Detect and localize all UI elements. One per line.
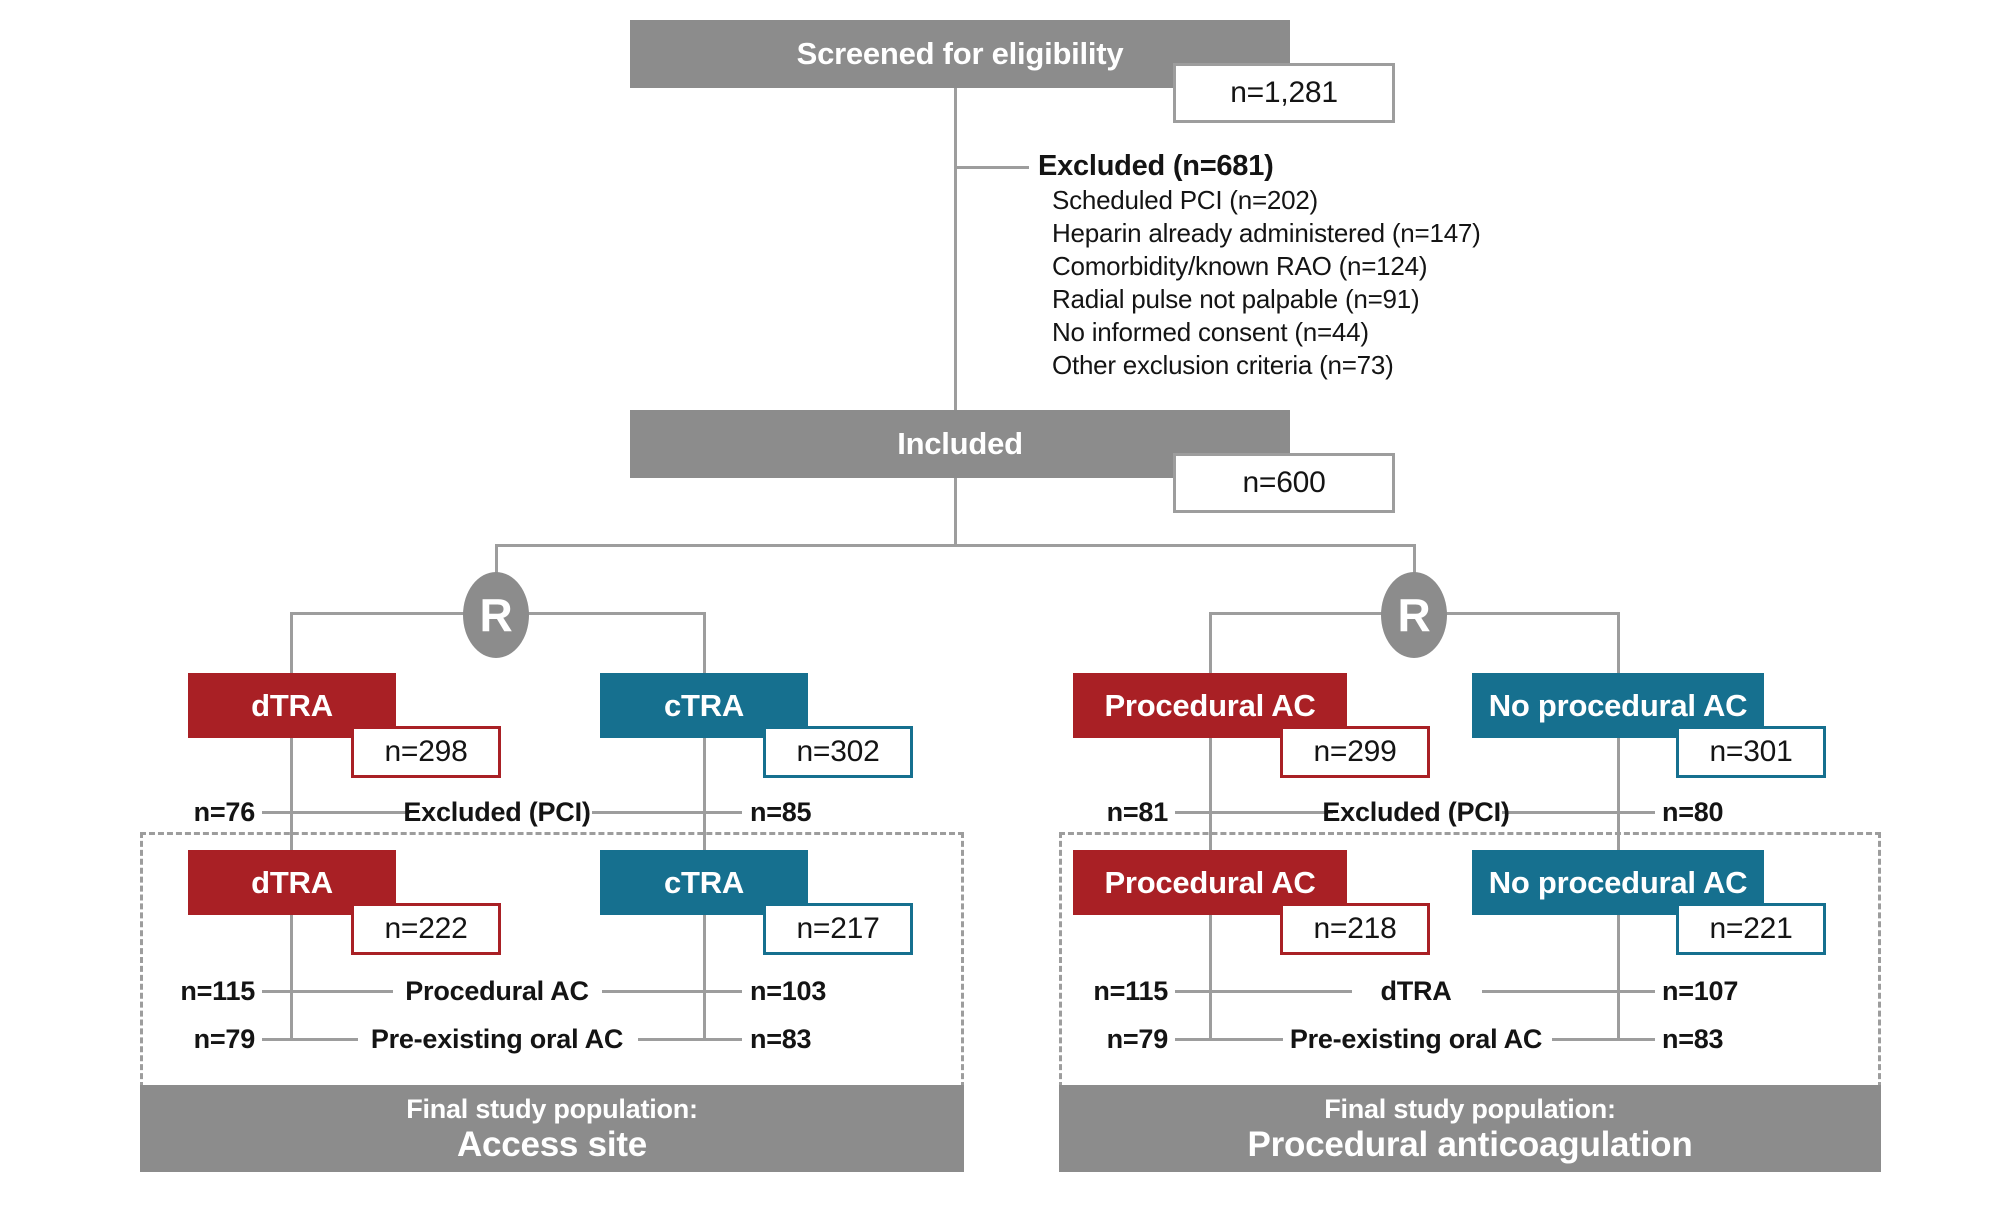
procac-randomized-n-value: n=299 — [1313, 735, 1397, 768]
ctra-randomized-n-value: n=302 — [796, 735, 880, 768]
ctra-final-n-value: n=217 — [796, 912, 880, 945]
screened-label: Screened for eligibility — [796, 36, 1124, 71]
procac-final-n-value: n=218 — [1313, 912, 1397, 945]
procedural-ac-left-n: n=115 — [180, 976, 255, 1006]
column-line-noprocac — [1617, 612, 1620, 1041]
included-label: Included — [897, 426, 1023, 461]
row-line — [638, 1038, 742, 1041]
included-n-value: n=600 — [1242, 466, 1326, 499]
excluded-item: Comorbidity/known RAO (n=124) — [1052, 251, 1428, 281]
row-line — [1175, 811, 1333, 814]
ctra-randomized-n-box: n=302 — [763, 726, 913, 778]
excluded-item: No informed consent (n=44) — [1052, 317, 1369, 347]
randomization-symbol: R — [1397, 589, 1431, 641]
dtra-row-left-n: n=115 — [1093, 976, 1168, 1006]
row-line — [1552, 1038, 1655, 1041]
oral-ac-right-n: n=83 — [1662, 1024, 1724, 1054]
ctra-label: cTRA — [664, 864, 744, 900]
procac-label: Procedural AC — [1104, 864, 1316, 900]
noprocac-label: No procedural AC — [1488, 687, 1748, 723]
screened-n-value: n=1,281 — [1230, 76, 1338, 109]
row-line — [1175, 1038, 1283, 1041]
screened-n-box: n=1,281 — [1173, 63, 1395, 123]
excluded-item: Radial pulse not palpable (n=91) — [1052, 284, 1420, 314]
row-line — [592, 811, 742, 814]
excluded-pci-row-label: Excluded (PCI) — [1322, 797, 1510, 827]
noprocac-randomized-n-value: n=301 — [1709, 735, 1793, 768]
dtra-randomized-n-box: n=298 — [351, 726, 501, 778]
procac-randomized-n-box: n=299 — [1280, 726, 1430, 778]
footer-title: Access site — [457, 1124, 647, 1164]
dtra-label: dTRA — [251, 864, 333, 900]
noprocac-box-final: No procedural AC — [1472, 850, 1764, 915]
split-line — [495, 544, 1416, 547]
procedural-ac-row-label: Procedural AC — [405, 976, 589, 1006]
noprocac-final-n-value: n=221 — [1709, 912, 1793, 945]
dtra-row-label: dTRA — [1380, 976, 1452, 1006]
noprocac-final-n-box: n=221 — [1676, 903, 1826, 955]
procac-label: Procedural AC — [1104, 687, 1316, 723]
ctra-label: cTRA — [664, 687, 744, 723]
noprocac-box-randomized: No procedural AC — [1472, 673, 1764, 738]
dtra-final-n-box: n=222 — [351, 903, 501, 955]
excluded-item: Scheduled PCI (n=202) — [1052, 185, 1318, 215]
excluded-item: Other exclusion criteria (n=73) — [1052, 350, 1394, 380]
oral-ac-left-n: n=79 — [193, 1024, 256, 1054]
footer-caption: Final study population: — [406, 1093, 698, 1124]
footer-title: Procedural anticoagulation — [1247, 1124, 1693, 1164]
dtra-randomized-n-value: n=298 — [384, 735, 468, 768]
randomization-icon: R — [463, 572, 529, 658]
trunk-line-top — [954, 88, 957, 410]
noprocac-randomized-n-box: n=301 — [1676, 726, 1826, 778]
excluded-item: Heparin already administered (n=147) — [1052, 218, 1481, 248]
excluded-callout: Excluded (n=681) Scheduled PCI (n=202) H… — [1038, 148, 1481, 382]
excluded-pci-right-n: n=80 — [1662, 797, 1724, 827]
included-n-box: n=600 — [1173, 453, 1395, 513]
oral-ac-row-label: Pre-existing oral AC — [370, 1024, 624, 1054]
excluded-pci-left-n: n=76 — [193, 797, 256, 827]
ctra-final-n-box: n=217 — [763, 903, 913, 955]
excluded-pci-row-label: Excluded (PCI) — [403, 797, 591, 827]
oral-ac-left-n: n=79 — [1106, 1024, 1169, 1054]
procedural-ac-right-n: n=103 — [750, 976, 827, 1006]
anticoagulation-footer: Final study population: Procedural antic… — [1059, 1085, 1881, 1172]
excluded-title: Excluded (n=681) — [1038, 150, 1274, 182]
column-line-dtra — [290, 612, 293, 1041]
row-line — [262, 990, 393, 993]
row-line — [262, 811, 410, 814]
excluded-pci-right-n: n=85 — [750, 797, 812, 827]
noprocac-label: No procedural AC — [1488, 864, 1748, 900]
column-line-procac — [1209, 612, 1212, 1041]
row-line — [262, 1038, 358, 1041]
excluded-items: Scheduled PCI (n=202) Heparin already ad… — [1052, 184, 1481, 382]
procac-final-n-box: n=218 — [1280, 903, 1430, 955]
randomization-symbol: R — [479, 589, 513, 641]
excluded-stub-line — [955, 166, 1029, 169]
excluded-pci-left-n: n=81 — [1106, 797, 1169, 827]
dtra-label: dTRA — [251, 687, 333, 723]
oral-ac-right-n: n=83 — [750, 1024, 812, 1054]
row-line — [1502, 811, 1655, 814]
column-line-ctra — [703, 612, 706, 1041]
row-line — [1175, 990, 1352, 993]
trunk-line-bottom — [954, 478, 957, 546]
access-site-footer: Final study population: Access site — [140, 1085, 964, 1172]
row-line — [1482, 990, 1655, 993]
randomization-icon: R — [1381, 572, 1447, 658]
oral-ac-row-label: Pre-existing oral AC — [1289, 1024, 1543, 1054]
dtra-final-n-value: n=222 — [384, 912, 468, 945]
row-line — [602, 990, 742, 993]
dtra-row-right-n: n=107 — [1662, 976, 1739, 1006]
procac-box-randomized: Procedural AC — [1073, 673, 1347, 738]
footer-caption: Final study population: — [1324, 1093, 1616, 1124]
